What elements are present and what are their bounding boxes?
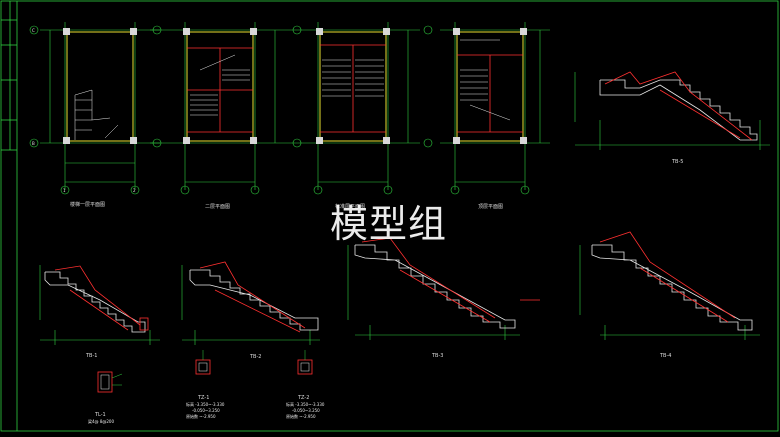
section-tb2 [181, 261, 320, 345]
axis-label-2: 2 [133, 188, 136, 193]
section-tb4 [579, 231, 760, 340]
detail-tl1 [97, 371, 123, 393]
plan-4 [440, 22, 550, 195]
axis-label-1: 1 [63, 188, 66, 193]
plan-3 [290, 22, 433, 195]
detail-tz2-title: TZ-2 [298, 395, 310, 401]
plan-4-title: 顶层平面图 [478, 204, 504, 210]
detail-tz2-note-1: 标高 -3.350~-3.330 [286, 402, 325, 407]
section-tb5 [574, 71, 770, 150]
detail-tz2 [297, 350, 313, 375]
detail-tz1-title: TZ-1 [198, 395, 210, 401]
section-tb4-title: TB-4 [660, 353, 672, 359]
detail-tz1-note-2: -0.050~3.250 [192, 408, 220, 413]
detail-tz1-note-3: 原始数 ~-2.950 [186, 414, 216, 419]
detail-tl1-title: TL-1 [95, 412, 106, 418]
watermark-text: 模型组 [330, 202, 448, 246]
section-tb3-title: TB-3 [432, 353, 444, 359]
section-tb1-title: TB-1 [86, 353, 98, 359]
plan-3-title: 标准层平面图 [335, 204, 366, 210]
plan-1-title: 楼梯一层平面图 [70, 202, 106, 208]
plan-1 [29, 22, 160, 195]
detail-tl1-note: 梁4@ 8@200 [88, 419, 114, 424]
axis-label-b: B [32, 141, 35, 146]
section-tb2-title: TB-2 [250, 354, 262, 360]
detail-tz2-note-2: -0.050~3.250 [292, 408, 320, 413]
plan-2-title: 二层平面图 [205, 204, 231, 210]
detail-tz2-note-3: 原始数 ~-2.950 [286, 414, 316, 419]
detail-tz1-note-1: 标高 -3.350~-3.330 [186, 402, 225, 407]
plan-2 [150, 22, 290, 195]
section-tb3 [347, 237, 540, 340]
axis-label-c: C [32, 28, 35, 33]
detail-tz1 [195, 350, 211, 375]
section-tb1 [39, 265, 160, 345]
section-tb5-title: TB-5 [672, 159, 684, 165]
